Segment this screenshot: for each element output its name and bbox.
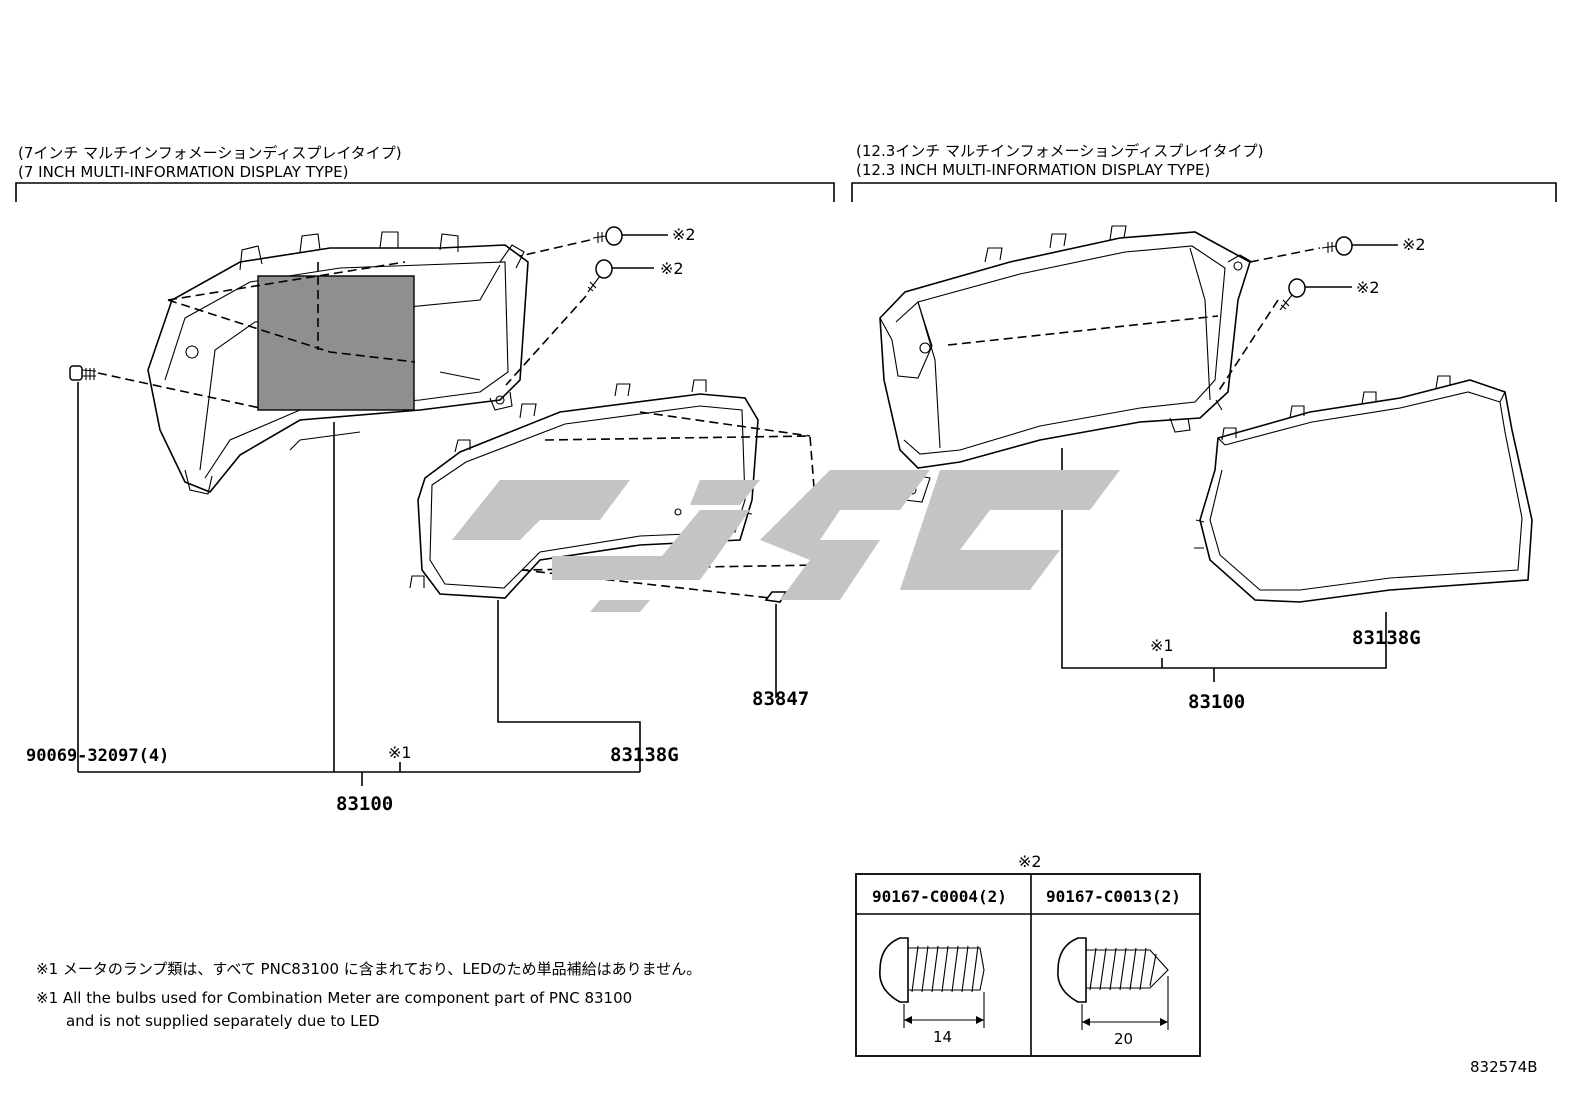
guide-line (167, 261, 406, 301)
dimension-line (903, 992, 985, 1028)
guide-line (519, 239, 591, 257)
left-clip-part: 83847 (752, 688, 809, 710)
left-ref1: ※1 (388, 743, 412, 762)
right-heading-en: (12.3 INCH MULTI-INFORMATION DISPLAY TYP… (856, 161, 1210, 179)
screw-table (855, 873, 1201, 1057)
bolt-icon (69, 365, 97, 381)
guide-line (167, 299, 416, 363)
right-section-bracket (851, 182, 1557, 202)
right-meter-part: 83100 (1188, 691, 1245, 713)
note-en-line2: and is not supplied separately due to LE… (66, 1012, 380, 1030)
dimension-arrows (904, 1016, 984, 1024)
note-en-line1: ※1 All the bulbs used for Combination Me… (36, 989, 633, 1007)
left-bolt-part: 90069-32097(4) (26, 746, 169, 766)
left-screw-a-ref: ※2 (672, 225, 696, 244)
meter-housing-12inch (879, 225, 1253, 503)
screw-part-1: 90167-C0004(2) (872, 887, 1007, 906)
right-glass-part: 83138G (1352, 627, 1421, 649)
leader-line (1061, 448, 1387, 669)
guide-line (639, 411, 811, 437)
guide-line (947, 315, 1219, 346)
left-meter-part: 83100 (336, 793, 393, 815)
screw-icon (1279, 278, 1306, 311)
left-section-bracket (15, 182, 835, 202)
left-heading-en: (7 INCH MULTI-INFORMATION DISPLAY TYPE) (18, 163, 348, 181)
screw-20-icon (1057, 937, 1169, 1003)
screw-14-icon (879, 937, 985, 1003)
meter-glass-12inch (1194, 375, 1533, 603)
watermark-logo (452, 470, 1120, 612)
right-ref1: ※1 (1150, 636, 1174, 655)
screw-length-2: 20 (1114, 1030, 1133, 1048)
display-screen (257, 275, 415, 411)
right-heading-jp: (12.3インチ マルチインフォメーションディスプレイタイプ) (856, 142, 1263, 160)
left-glass-part: 83138G (610, 744, 679, 766)
screw-icon (592, 226, 623, 246)
dimension-line (1081, 976, 1169, 1030)
figure-id: 832574B (1470, 1058, 1538, 1076)
screw-icon (1321, 236, 1353, 256)
screw-table-ref: ※2 (1018, 852, 1042, 871)
screw-part-2: 90167-C0013(2) (1046, 887, 1181, 906)
note-jp: ※1 メータのランプ類は、すべて PNC83100 に含まれており、LEDのため… (36, 960, 702, 978)
guide-line (97, 372, 261, 409)
guide-line (1249, 247, 1321, 263)
screw-length-1: 14 (933, 1028, 952, 1046)
left-heading-jp: (7インチ マルチインフォメーションディスプレイタイプ) (18, 144, 402, 162)
right-screw-a-ref: ※2 (1402, 235, 1426, 254)
meter-housing-7inch (147, 231, 529, 495)
leader-line (497, 600, 641, 772)
screw-icon (587, 259, 613, 293)
guide-line (505, 295, 587, 386)
left-screw-b-ref: ※2 (660, 259, 684, 278)
guide-line (1217, 299, 1279, 393)
right-screw-b-ref: ※2 (1356, 278, 1380, 297)
